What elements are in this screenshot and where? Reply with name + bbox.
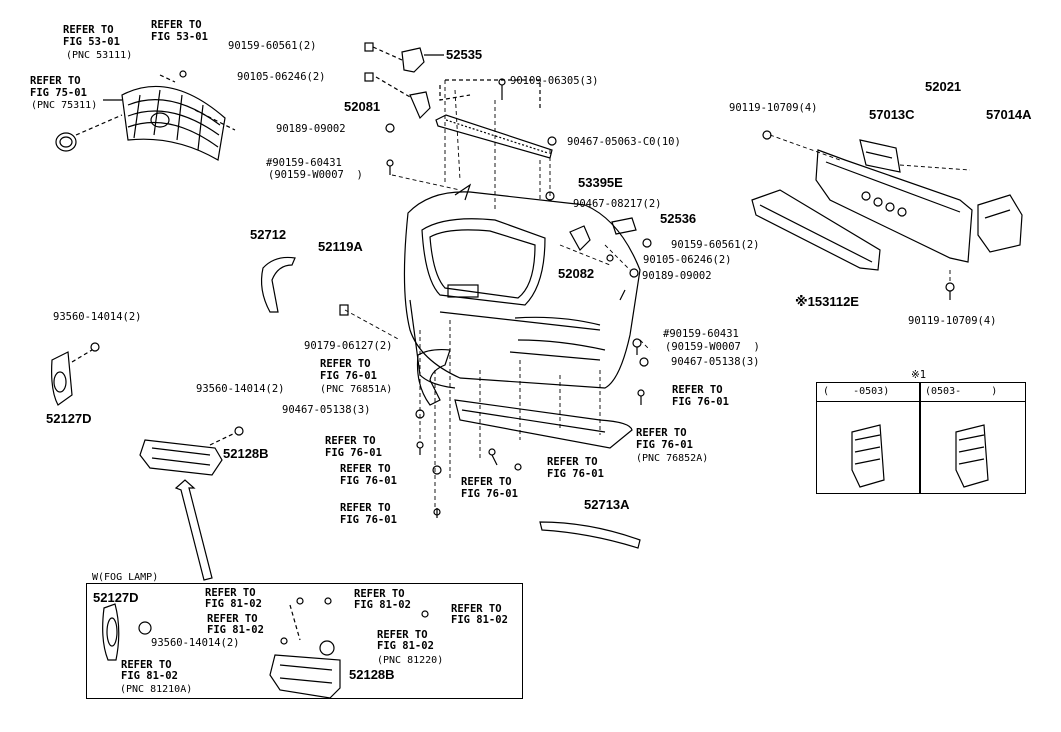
part-code: 52082: [558, 266, 595, 281]
part-number: 90109-06305(3): [510, 75, 599, 87]
ref-label: REFER TO: [461, 476, 512, 488]
part-number: 93560-14014(2): [53, 311, 142, 323]
part-number: 90119-10709(4): [729, 102, 818, 114]
ref-pnc: (PNC 76852A): [636, 453, 709, 464]
bumper-reinforcement-drawing: [751, 130, 1023, 300]
part-number: 90189-09002: [642, 270, 712, 282]
ref-label: FIG 76-01: [340, 514, 397, 526]
note-marker: ※1: [911, 369, 927, 381]
molding-52713A-drawing: [539, 521, 641, 549]
part-number: 90105-06246(2): [237, 71, 326, 83]
part-number: 90467-05138(3): [671, 356, 760, 368]
part-number: 90179-06127(2): [304, 340, 393, 352]
fog-cover-drawing: [51, 342, 244, 476]
part-code: 52119A: [318, 239, 363, 254]
fog-lamp-box: [86, 583, 523, 699]
part-number: 93560-14014(2): [151, 637, 240, 649]
ref-label: FIG 76-01: [340, 475, 397, 487]
ref-pnc: (PNC 76851A): [320, 384, 393, 395]
ref-label: FIG 81-02: [377, 640, 434, 652]
part-number: 90119-10709(4): [908, 315, 997, 327]
ref-label: REFER TO: [340, 502, 391, 514]
variant-col-after: (0503- ): [925, 386, 998, 397]
ref-label: FIG 76-01: [325, 447, 382, 459]
leader-lines: [344, 80, 971, 510]
part-code: 52535: [446, 47, 483, 62]
part-code: 52127D: [46, 411, 92, 426]
ref-label: FIG 81-02: [354, 599, 411, 611]
part-code: 52128B: [349, 667, 395, 682]
bumper-cover-drawing: [403, 183, 641, 389]
lower-spoiler-drawing: [415, 348, 633, 518]
ref-label: FIG 76-01: [461, 488, 518, 500]
part-code: ※153112E: [795, 294, 859, 309]
part-number: 90467-05138(3): [282, 404, 371, 416]
part-code: 52127D: [93, 590, 139, 605]
pointer-arrow: [174, 479, 213, 581]
upper-brackets-drawing: [364, 42, 541, 175]
fog-box-title: W(FOG LAMP): [92, 572, 159, 583]
retainer-strip-drawing: [435, 114, 557, 201]
ref-label: REFER TO: [151, 19, 202, 31]
part-code: 52713A: [584, 497, 630, 512]
part-code: 52536: [660, 211, 697, 226]
part-number: 90105-06246(2): [643, 254, 732, 266]
ref-label: FIG 81-02: [207, 624, 264, 636]
variant-note-header: [816, 382, 1026, 402]
radiator-grille-drawing: [55, 70, 236, 161]
part-number: (90159-W0007 ): [268, 169, 363, 181]
part-code: 57013C: [869, 107, 915, 122]
ref-pnc: (PNC 81220): [377, 655, 444, 666]
ref-label: FIG 75-01: [30, 87, 87, 99]
part-number: 90467-08217(2): [573, 198, 662, 210]
part-number: #90159-60431: [663, 328, 739, 340]
ref-label: FIG 76-01: [547, 468, 604, 480]
part-code: 52712: [250, 227, 287, 242]
ref-label: REFER TO: [340, 463, 391, 475]
variant-note-divider: [919, 382, 921, 494]
bracket-52712-drawing: [260, 256, 296, 313]
ref-label: FIG 76-01: [636, 439, 693, 451]
ref-label: FIG 81-02: [121, 670, 178, 682]
part-number: 90159-60561(2): [228, 40, 317, 52]
ref-label: REFER TO: [451, 603, 502, 615]
ref-label: REFER TO: [205, 587, 256, 599]
ref-label: FIG 76-01: [320, 370, 377, 382]
ref-label: REFER TO: [354, 588, 405, 600]
ref-label: REFER TO: [30, 75, 81, 87]
ref-label: REFER TO: [636, 427, 687, 439]
part-code: 57014A: [986, 107, 1032, 122]
variant-col-before: ( -0503): [823, 386, 890, 397]
part-code: 53395E: [578, 175, 623, 190]
side-brackets-drawing: [339, 217, 652, 405]
ref-label: FIG 81-02: [205, 598, 262, 610]
part-number: #90159-60431: [266, 157, 342, 169]
ref-label: FIG 53-01: [63, 36, 120, 48]
part-code: 52021: [925, 79, 962, 94]
ref-label: FIG 81-02: [451, 614, 508, 626]
part-code: 52128B: [223, 446, 269, 461]
ref-label: REFER TO: [207, 613, 258, 625]
part-number: 90159-60561(2): [671, 239, 760, 251]
note-clip-drawings: [851, 424, 989, 488]
part-code: 52081: [344, 99, 381, 114]
ref-label: REFER TO: [325, 435, 376, 447]
ref-label: REFER TO: [121, 659, 172, 671]
part-number: 90189-09002: [276, 123, 346, 135]
ref-pnc: (PNC 81210A): [120, 684, 193, 695]
part-number: 93560-14014(2): [196, 383, 285, 395]
ref-pnc: (PNC 53111): [66, 50, 133, 61]
part-number: (90159-W0007 ): [665, 341, 760, 353]
ref-label: REFER TO: [672, 384, 723, 396]
ref-label: REFER TO: [547, 456, 598, 468]
ref-label: REFER TO: [377, 629, 428, 641]
ref-label: REFER TO: [320, 358, 371, 370]
ref-label: FIG 53-01: [151, 31, 208, 43]
ref-label: REFER TO: [63, 24, 114, 36]
part-number: 90467-05063-C0(10): [567, 136, 681, 148]
ref-label: FIG 76-01: [672, 396, 729, 408]
ref-pnc: (PNC 75311): [31, 100, 98, 111]
